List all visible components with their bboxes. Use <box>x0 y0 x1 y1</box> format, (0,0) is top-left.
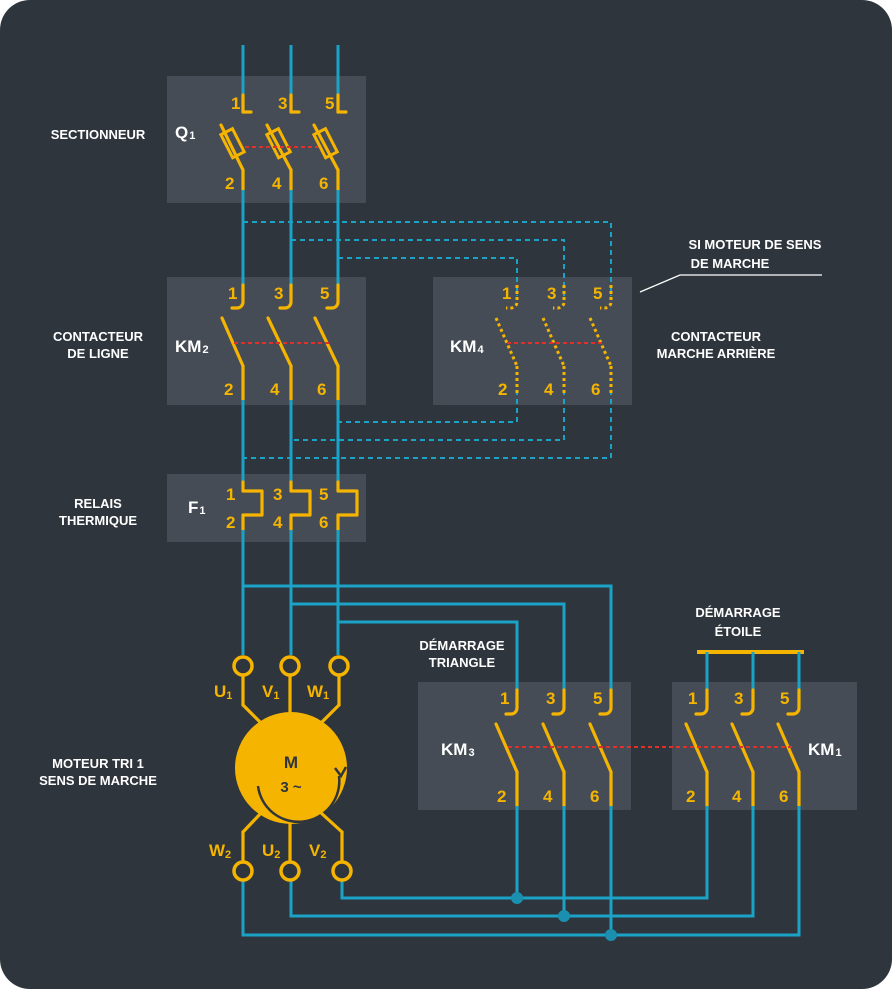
motor-terminal-v1: V1 <box>262 682 279 702</box>
terminal-label: 4 <box>543 787 553 806</box>
label-demarrage-etoile-2: ÉTOILE <box>715 624 762 639</box>
motor-body <box>235 712 347 824</box>
terminal-label: 6 <box>319 174 328 193</box>
label-si-moteur-1: SI MOTEUR DE SENS <box>689 237 822 252</box>
motor: M 3 ~ <box>232 655 353 882</box>
terminal-label: 1 <box>500 689 509 708</box>
terminal-label: 5 <box>780 689 789 708</box>
terminal-label: 3 <box>273 485 282 504</box>
terminal-label: 4 <box>544 380 554 399</box>
motor-symbol: M <box>284 753 298 772</box>
terminal-label: 4 <box>272 174 282 193</box>
callout-line <box>639 274 822 293</box>
terminal-label: 1 <box>502 284 511 303</box>
device-km3: KM3 <box>441 740 475 759</box>
terminal-label: 1 <box>226 485 235 504</box>
label-demarrage-triangle-1: DÉMARRAGE <box>419 638 505 653</box>
wires-q1-km2 <box>241 190 340 295</box>
label-contacteur-ligne-2: DE LIGNE <box>67 346 129 361</box>
terminal-label: 2 <box>497 787 506 806</box>
terminal-label: 3 <box>547 284 556 303</box>
terminal-label: 5 <box>319 485 328 504</box>
terminal-label: 1 <box>688 689 697 708</box>
terminal-label: 3 <box>546 689 555 708</box>
device-q1: Q1 <box>175 123 195 142</box>
q1-disconnector <box>218 93 348 192</box>
reverse-dashed-wires <box>243 221 612 459</box>
km1-panel <box>672 682 857 810</box>
terminal-label: 5 <box>593 284 602 303</box>
motor-terminal-u2: U2 <box>262 841 280 861</box>
terminal-label: 2 <box>225 174 234 193</box>
star-bridge <box>697 650 804 695</box>
f1-thermal-elements <box>241 480 359 532</box>
terminal-label: 3 <box>278 94 287 113</box>
f1-panel <box>167 474 366 542</box>
terminal-label: 4 <box>273 513 283 532</box>
terminal-label: 3 <box>734 689 743 708</box>
label-demarrage-etoile-1: DÉMARRAGE <box>695 605 781 620</box>
label-thermique: THERMIQUE <box>59 513 137 528</box>
motor-terminal-v2: V2 <box>309 841 326 861</box>
terminal-label: 2 <box>686 787 695 806</box>
km2-panel <box>167 277 366 405</box>
label-contacteur-ar-2: MARCHE ARRIÈRE <box>657 346 776 361</box>
terminal-label: 6 <box>779 787 788 806</box>
motor-terminal-u1: U1 <box>214 682 232 702</box>
device-f1: F1 <box>188 498 206 517</box>
label-contacteur-ar-1: CONTACTEUR <box>671 329 762 344</box>
wires-km2-f1 <box>241 400 340 488</box>
terminal-label: 1 <box>231 94 240 113</box>
motor-terminal-w2: W2 <box>209 841 231 861</box>
terminal-label: 6 <box>591 380 600 399</box>
km2-contacts <box>220 283 340 402</box>
label-moteur-1: MOTEUR TRI 1 <box>52 756 144 771</box>
terminal-label: 2 <box>226 513 235 532</box>
terminal-label: 4 <box>270 380 280 399</box>
terminal-label: 6 <box>590 787 599 806</box>
terminal-label: 6 <box>317 380 326 399</box>
terminal-label: 5 <box>320 284 329 303</box>
terminal-label: 6 <box>319 513 328 532</box>
device-km1: KM1 <box>808 740 842 759</box>
terminal-label: 5 <box>593 689 602 708</box>
terminal-label: 4 <box>732 787 742 806</box>
km1-contacts <box>684 688 801 808</box>
label-demarrage-triangle-2: TRIANGLE <box>429 655 496 670</box>
terminal-label: 1 <box>228 284 237 303</box>
motor-phases: 3 ~ <box>280 779 302 796</box>
label-contacteur-ligne-1: CONTACTEUR <box>53 329 144 344</box>
terminal-label: 2 <box>224 380 233 399</box>
motor-feed-wires <box>241 530 613 695</box>
terminal-label: 2 <box>498 380 507 399</box>
terminal-label: 5 <box>325 94 334 113</box>
label-si-moteur-2: DE MARCHE <box>691 256 770 271</box>
device-km4: KM4 <box>450 337 484 356</box>
device-km2: KM2 <box>175 337 209 356</box>
motor-terminal-w1: W1 <box>307 682 329 702</box>
motor-terminal-labels: U1 V1 W1 W2 U2 V2 <box>209 682 329 861</box>
label-relais: RELAIS <box>74 496 122 511</box>
q1-panel <box>167 76 366 203</box>
label-sectionneur: SECTIONNEUR <box>51 127 146 142</box>
km4-contacts <box>494 285 613 395</box>
terminal-numbers: 1 3 5 2 4 6 1 3 5 2 4 6 1 3 5 2 4 6 1 3 … <box>224 94 789 806</box>
label-moteur-2: SENS DE MARCHE <box>39 773 157 788</box>
terminal-label: 3 <box>274 284 283 303</box>
motor-return-wires <box>241 806 801 941</box>
